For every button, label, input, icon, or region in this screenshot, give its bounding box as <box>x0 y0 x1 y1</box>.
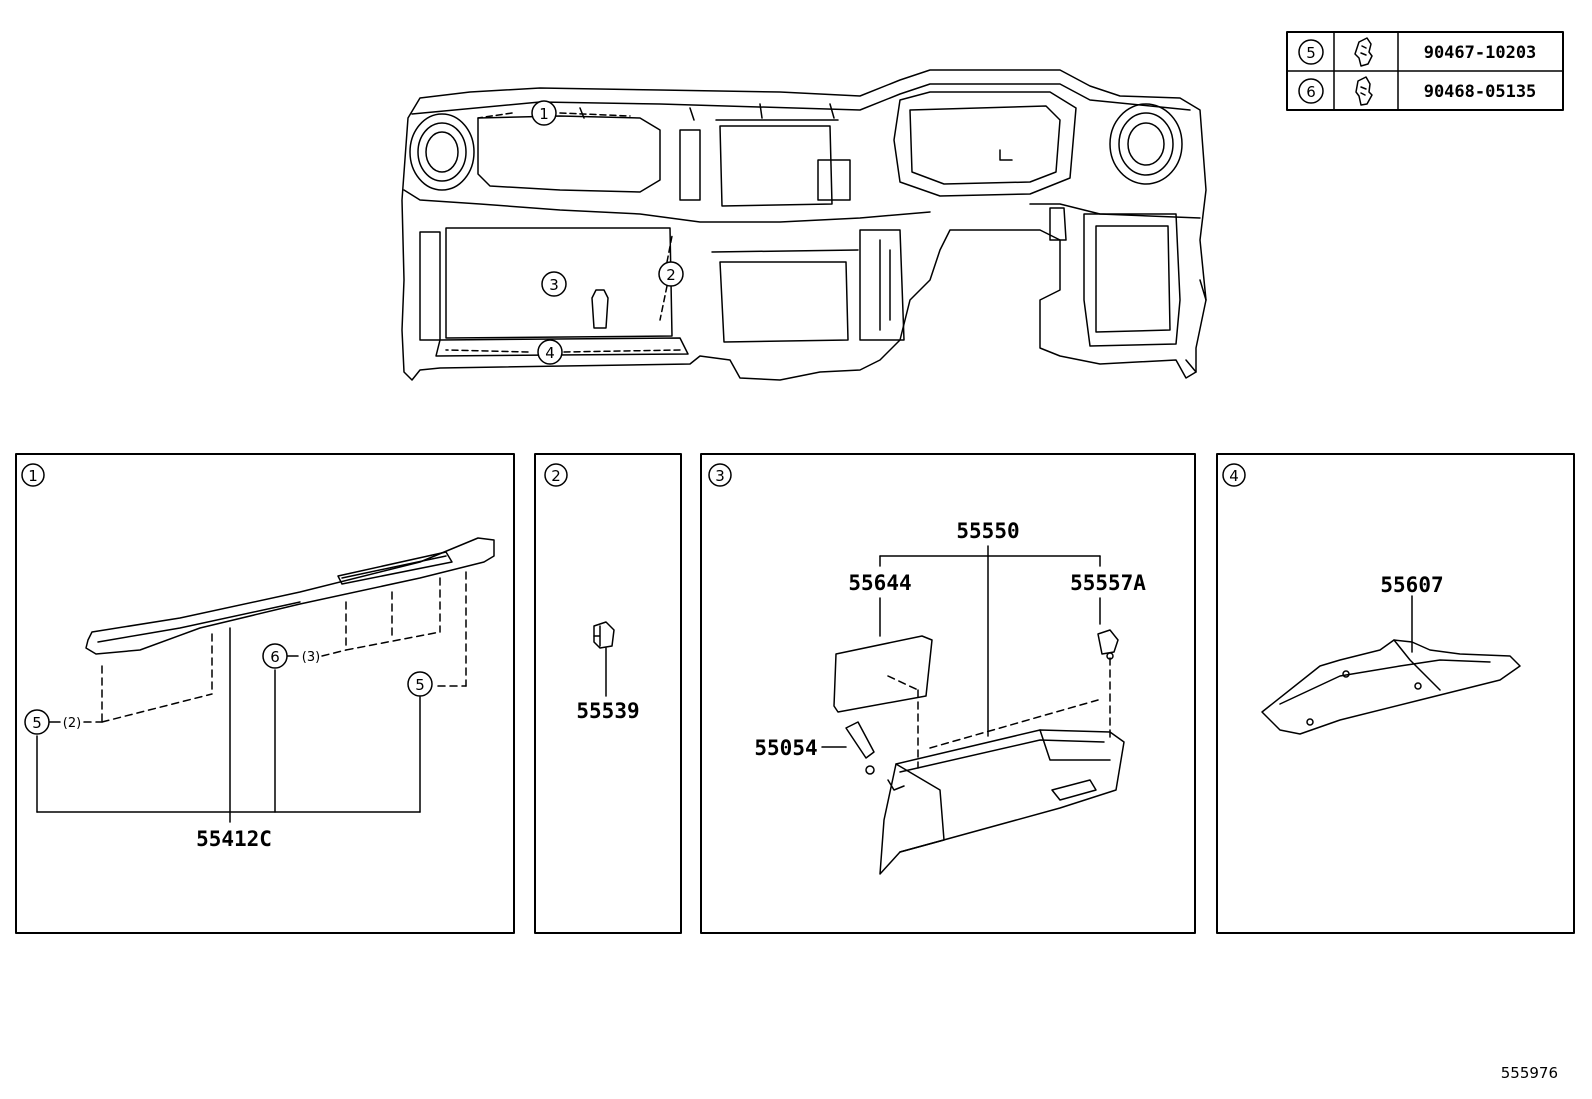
panel-2-id: 2 <box>551 467 561 485</box>
legend-part-number[interactable]: 90468-05135 <box>1424 82 1537 102</box>
legend-callout-6: 6 <box>1306 83 1316 101</box>
instrument-panel-overview <box>401 69 1207 381</box>
panel-1-callout-circles <box>24 643 433 735</box>
part-number-55412C[interactable]: 55412C <box>196 827 272 851</box>
panel-1-callout-6: 6 <box>270 648 280 666</box>
panel-1-frame <box>15 453 515 934</box>
panel-id-circles <box>21 463 1246 487</box>
clip-icon <box>1354 37 1373 67</box>
panel-3-id: 3 <box>715 467 725 485</box>
panel-2-frame <box>534 453 682 934</box>
overview-callout-circles <box>531 100 684 365</box>
panel-3-frame <box>700 453 1196 934</box>
part-number-55054[interactable]: 55054 <box>754 736 817 760</box>
part-number-55557A[interactable]: 55557A <box>1070 571 1146 595</box>
part-number-55539[interactable]: 55539 <box>576 699 639 723</box>
panel-1-callout-5: 5 <box>415 676 425 694</box>
legend-callout-5: 5 <box>1306 44 1316 62</box>
legend-table <box>1286 31 1564 111</box>
overview-callout-1[interactable]: 1 <box>539 105 549 123</box>
part-number-55550[interactable]: 55550 <box>956 519 1019 543</box>
panel-1-callout-5: 5 <box>32 714 42 732</box>
quantity-label: (2) <box>63 716 81 731</box>
panel-1-dashed-leaders <box>83 571 467 723</box>
overview-leaders <box>445 112 681 353</box>
cover-55607-drawing <box>1261 595 1521 735</box>
dash-trim-panel-drawing <box>85 537 495 655</box>
panel-3-dashed-leaders <box>887 657 1111 769</box>
panel-3-tree <box>821 545 1101 748</box>
legend-part-number[interactable]: 90467-10203 <box>1424 43 1537 63</box>
overview-callout-4[interactable]: 4 <box>545 344 555 362</box>
overview-callout-3[interactable]: 3 <box>549 276 559 294</box>
clip-55539-drawing <box>593 621 615 697</box>
part-number-55644[interactable]: 55644 <box>848 571 911 595</box>
glovebox-drawing <box>833 629 1125 875</box>
panel-4-id: 4 <box>1229 467 1239 485</box>
panel-4-frame <box>1216 453 1575 934</box>
part-number-55607[interactable]: 55607 <box>1380 573 1443 597</box>
clip-icon <box>1355 76 1373 106</box>
diagram-number: 555976 <box>1501 1064 1558 1082</box>
quantity-label: (3) <box>302 650 320 665</box>
overview-callout-2[interactable]: 2 <box>666 266 676 284</box>
panel-1-id: 1 <box>28 467 38 485</box>
panel-1-solid-leaders <box>36 627 421 823</box>
